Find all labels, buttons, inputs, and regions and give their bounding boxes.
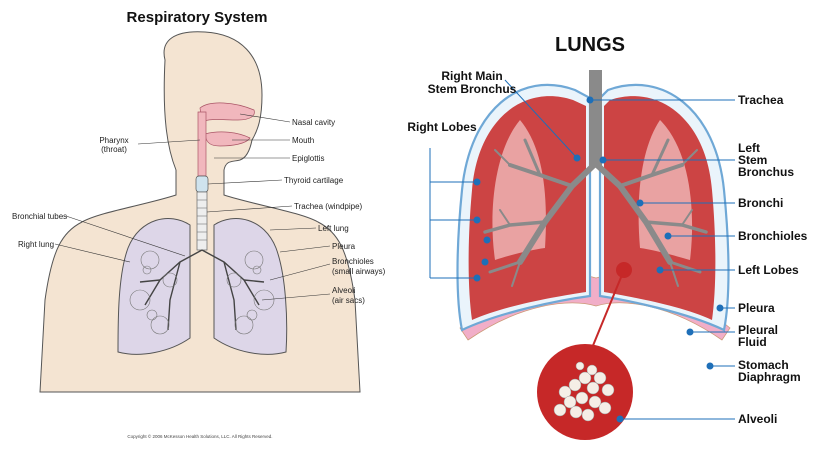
label-right-lung: Right lung [18, 240, 54, 249]
label-right-main-2: Stem Bronchus [428, 82, 517, 96]
label-left-lobes: Left Lobes [738, 263, 799, 277]
lungs-diagram: LUNGS [400, 0, 813, 446]
label-left-lung: Left lung [318, 224, 349, 233]
label-pharynx: Pharynx [99, 136, 128, 145]
label-alveoli-right: Alveoli [738, 412, 777, 426]
label-trachea-right: Trachea [738, 93, 784, 107]
label-bronchioles-sub: (small airways) [332, 267, 386, 276]
label-pleural-2: Fluid [738, 335, 767, 349]
respiratory-system-svg: Respiratory System [0, 0, 400, 446]
label-bronchioles: Bronchioles [332, 257, 374, 266]
pharynx [198, 112, 206, 176]
label-pleura-right: Pleura [738, 301, 775, 315]
thyroid-cartilage [196, 176, 208, 192]
label-mouth: Mouth [292, 136, 314, 145]
label-left-stem-3: Bronchus [738, 165, 794, 179]
label-bronchial-tubes: Bronchial tubes [12, 212, 67, 221]
diagram-title-left: Respiratory System [127, 9, 268, 26]
label-diaphragm: Diaphragm [738, 370, 801, 384]
label-right-main-1: Right Main [441, 69, 502, 83]
label-thyroid-cartilage: Thyroid cartilage [284, 176, 344, 185]
lungs-svg: LUNGS [400, 0, 813, 446]
label-bronchioles-right: Bronchioles [738, 229, 808, 243]
label-epiglottis: Epiglottis [292, 154, 324, 163]
trachea [197, 192, 207, 250]
trachea-tube [589, 70, 602, 166]
label-trachea: Trachea (windpipe) [294, 202, 363, 211]
diagram-title-right: LUNGS [555, 34, 625, 56]
respiratory-system-diagram: Respiratory System [0, 0, 400, 446]
label-alveoli-sub: (air sacs) [332, 296, 365, 305]
label-alveoli: Alveoli [332, 286, 356, 295]
label-pleura: Pleura [332, 242, 356, 251]
label-right-lobes: Right Lobes [407, 120, 477, 134]
label-pharynx-sub: (throat) [101, 145, 127, 154]
label-nasal-cavity: Nasal cavity [292, 118, 335, 127]
copyright-notice: Copyright © 2006 McKesson Health Solutio… [127, 433, 272, 439]
label-bronchi: Bronchi [738, 196, 783, 210]
alveoli-zoom-circle [537, 344, 633, 440]
